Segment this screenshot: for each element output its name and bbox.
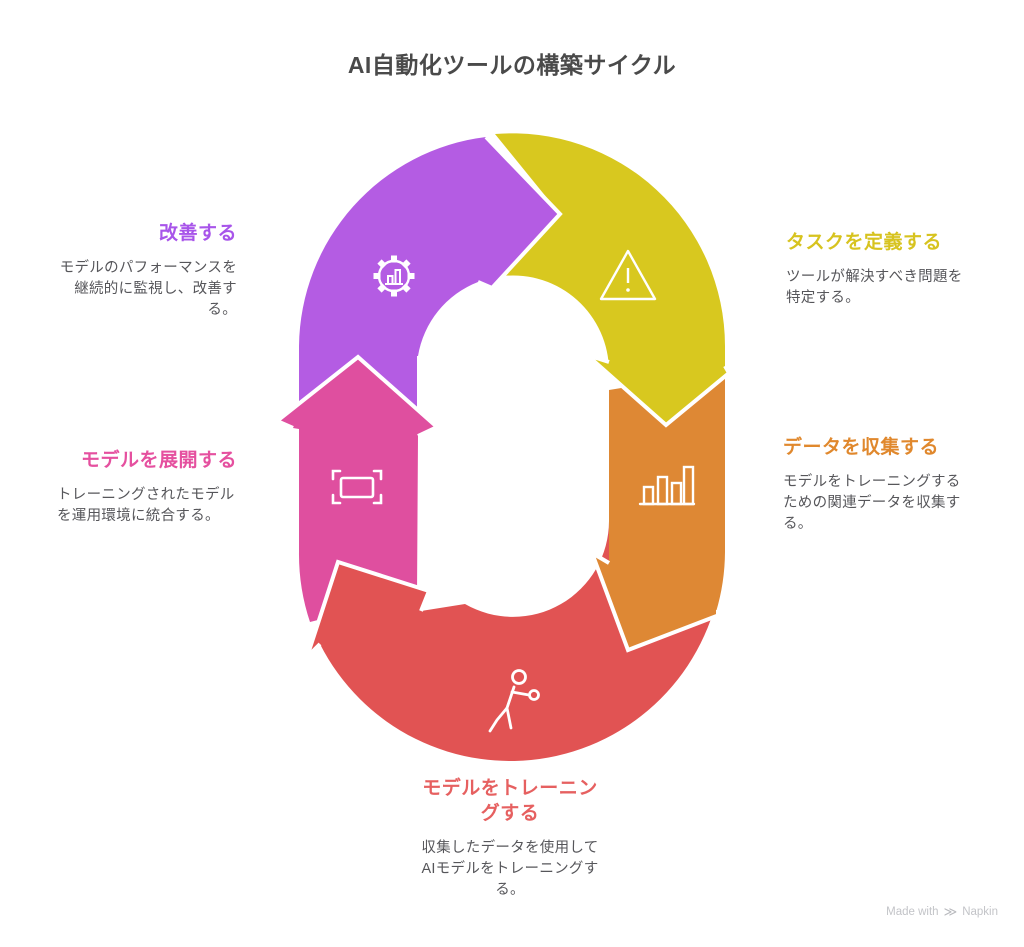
step-improve-description: モデルのパフォーマンスを継続的に監視し、改善する。	[59, 260, 237, 318]
step-define-description: ツールが解決すべき問題を特定する。	[786, 269, 963, 306]
watermark-brand: Napkin	[962, 905, 998, 918]
napkin-logo-icon: ≫	[943, 904, 958, 919]
step-train-description: 収集したデータを使用してAIモデルをトレーニングする。	[421, 840, 599, 898]
step-deploy-description: トレーニングされたモデルを運用環境に統合する。	[57, 487, 235, 524]
step-collect-description: モデルをトレーニングするための関連データを収集する。	[783, 474, 961, 532]
arrow-train-head-outline	[305, 559, 432, 659]
step-define-title: タスクを定義する	[786, 232, 943, 253]
arrow-deploy-head-outline	[273, 354, 441, 438]
step-improve-title: 改善する	[158, 223, 237, 244]
step-collect-block: データを収集する モデルをトレーニングするための関連データを収集する。	[783, 435, 965, 535]
frame-corners-icon	[331, 469, 383, 505]
exercise-person-icon	[488, 669, 540, 733]
arrow-improve	[299, 137, 560, 356]
step-define-block: タスクを定義する ツールが解決すべき問題を特定する。	[786, 230, 966, 309]
step-train-title: モデルをトレーニングする	[422, 778, 598, 824]
step-improve-block: 改善する モデルのパフォーマンスを継続的に監視し、改善する。	[57, 221, 237, 321]
step-deploy-title: モデルを展開する	[80, 450, 237, 471]
arrow-improve-head-outline	[477, 135, 563, 291]
warning-triangle-icon	[599, 249, 657, 301]
step-deploy-block: モデルを展開する トレーニングされたモデルを運用環境に統合する。	[57, 448, 237, 527]
napkin-watermark: Made with ≫ Napkin	[886, 905, 998, 918]
step-collect-title: データを収集する	[783, 437, 940, 458]
watermark-prefix: Made with	[886, 905, 939, 918]
arrow-define-head-outline	[585, 353, 732, 428]
page-title: AI自動化ツールの構築サイクル	[347, 52, 677, 78]
bar-chart-icon	[638, 465, 696, 506]
arrow-deploy	[277, 357, 437, 622]
arrow-collect-head-outline	[588, 548, 728, 653]
step-train-block: モデルをトレーニングする 収集したデータを使用してAIモデルをトレーニングする。	[418, 776, 602, 901]
gear-chart-icon	[373, 255, 415, 297]
arrow-collect	[592, 371, 727, 650]
